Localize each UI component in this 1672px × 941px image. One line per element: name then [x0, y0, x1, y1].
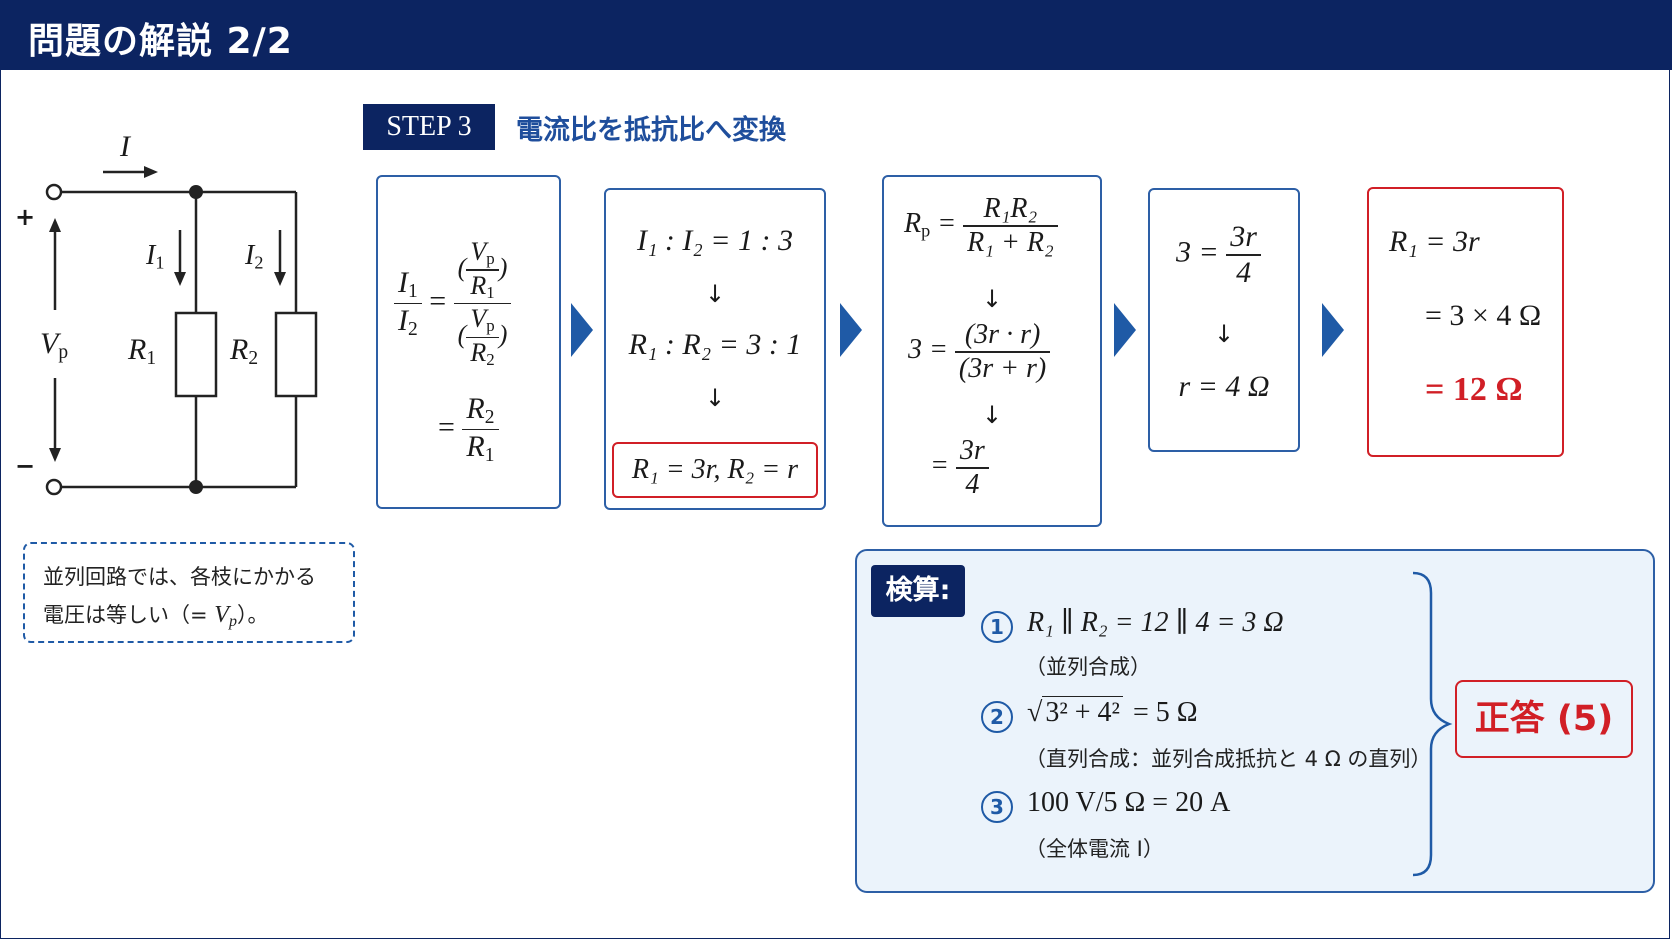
ratio-conversion-box: I₁ : I₂ = 1 : 3 ↓ R₁ : R₂ = 3 : 1 ↓ R₁ =… [604, 188, 826, 510]
step-badge: STEP 3 [363, 104, 495, 150]
note-line1: 並列回路では、各枝にかかる [43, 565, 316, 589]
resistance-values-highlight: R₁ = 3r, R₂ = r [612, 442, 818, 498]
verification-item-1: 1 R₁ ∥ R₂ = 12 ∥ 4 = 3 Ω [981, 605, 1284, 644]
number-circle-icon: 3 [981, 791, 1013, 824]
down-arrow-icon: ↓ [981, 401, 1003, 429]
verification-badge: 検算: [871, 565, 965, 617]
number-circle-icon: 1 [981, 611, 1013, 644]
square-root-icon: √3² + 4² [1027, 696, 1123, 728]
flow-arrow-icon [840, 303, 862, 357]
r1-final-value: = 12 Ω [1425, 371, 1523, 408]
minus-terminal-label: − [15, 452, 36, 480]
slide-frame [0, 70, 1670, 939]
down-arrow-icon: ↓ [1213, 320, 1235, 348]
r-result: r = 4 Ω [1178, 370, 1270, 403]
r2-label: R2 [230, 333, 259, 369]
substitution-formula: 3 = (3r · r)(3r + r) [908, 319, 1051, 385]
flow-arrow-icon [571, 303, 593, 357]
verification-note-2: （直列合成：並列合成抵抗と 4 Ω の直列） [1025, 747, 1432, 771]
parallel-voltage-note: 並列回路では、各枝にかかる 電圧は等しい（= Vp）。 [23, 542, 355, 643]
page-title: 問題の解説 2/2 [28, 21, 293, 62]
verification-panel: 検算: 1 R₁ ∥ R₂ = 12 ∥ 4 = 3 Ω （並列合成） 2 √3… [855, 549, 1655, 893]
r1-label: R1 [128, 333, 157, 369]
step-title: 電流比を抵抗比へ変換 [516, 115, 786, 146]
verification-item-2: 2 √3² + 4² = 5 Ω [981, 696, 1198, 734]
r1-equals-3r: R₁ = 3r [1389, 225, 1480, 258]
parallel-circuit-diagram [45, 166, 318, 496]
plus-terminal-label: + [15, 203, 36, 231]
header-bar: 問題の解説 2/2 [0, 0, 1672, 70]
verification-note-3: （全体電流 I） [1025, 837, 1164, 861]
right-brace-icon [1412, 571, 1453, 877]
flow-arrow-icon [1322, 303, 1344, 357]
verification-item-3: 3 100 V/5 Ω = 20 A [981, 787, 1230, 824]
note-line2: 電圧は等しい（= Vp）。 [43, 602, 269, 630]
r1-result-box: R₁ = 3r = 3 × 4 Ω = 12 Ω [1367, 187, 1564, 457]
branch1-current-label: I1 [146, 240, 165, 273]
branch2-current-label: I2 [245, 240, 264, 273]
down-arrow-icon: ↓ [704, 280, 726, 308]
verification-note-1: （並列合成） [1025, 655, 1151, 679]
current-ratio-line: I₁ : I₂ = 1 : 3 [636, 224, 794, 257]
flow-arrow-icon [1114, 303, 1136, 357]
down-arrow-icon: ↓ [981, 285, 1003, 313]
total-current-label: I [120, 130, 130, 163]
number-circle-icon: 2 [981, 701, 1013, 734]
down-arrow-icon: ↓ [704, 384, 726, 412]
correct-answer-badge: 正答 (5) [1455, 680, 1633, 758]
r1-substitution: = 3 × 4 Ω [1425, 299, 1542, 332]
resistance-ratio-line: R₁ : R₂ = 3 : 1 [628, 328, 802, 361]
voltage-label: Vp [40, 327, 69, 363]
